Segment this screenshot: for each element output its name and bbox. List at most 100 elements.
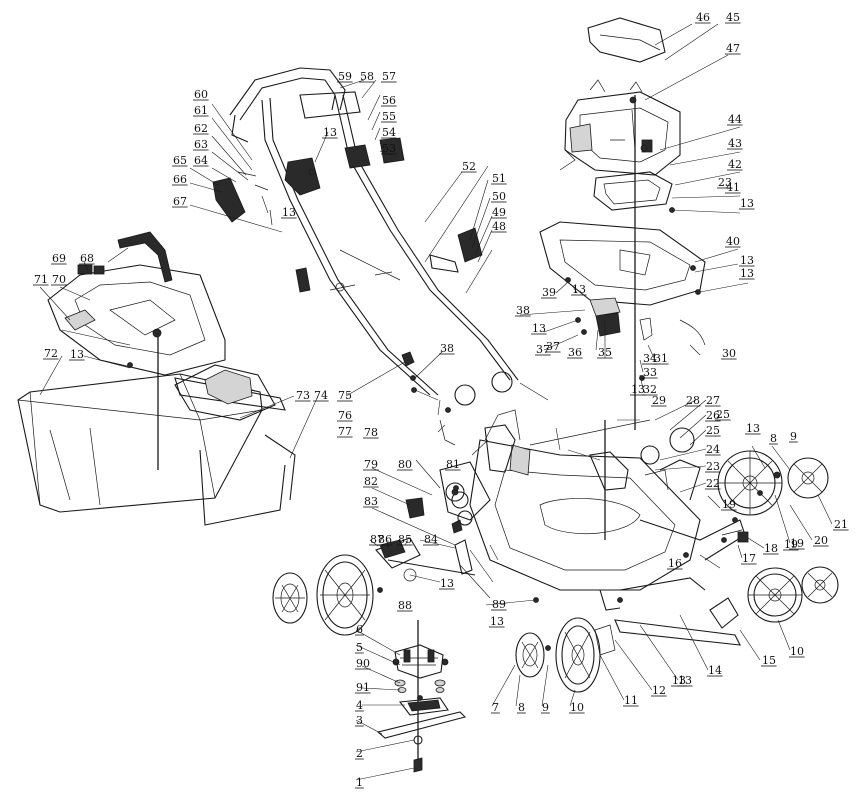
callout-label: 37 — [536, 343, 550, 356]
callout-label: 69 — [52, 252, 66, 265]
callout-label: 12 — [652, 684, 666, 697]
callout-label: 32 — [643, 383, 657, 396]
callout-label: 77 — [338, 425, 352, 438]
callout-label: 46 — [696, 11, 710, 24]
callout-label: 15 — [762, 654, 776, 667]
callout-label: 50 — [492, 190, 506, 203]
callout-label: 63 — [194, 138, 208, 151]
callout-label: 34 — [643, 352, 657, 365]
callout-label: 23 — [706, 460, 720, 473]
callout-label: 57 — [382, 70, 396, 83]
callout-label: 33 — [643, 366, 657, 379]
callout-label: 19 — [784, 538, 798, 551]
switch-box — [589, 297, 706, 346]
callout-label: 80 — [398, 458, 412, 471]
callout-label: 41 — [726, 181, 740, 194]
callout-label: 85 — [398, 533, 412, 546]
engine-cover — [587, 17, 666, 93]
callout-label: 73 — [296, 389, 310, 402]
callout-label: 78 — [364, 426, 378, 439]
callout-label: 25 — [706, 424, 720, 437]
callout-label: 76 — [338, 409, 352, 422]
callout-label: 44 — [728, 113, 742, 126]
callout-label: 9 — [790, 430, 797, 443]
wheel-rear-left — [316, 554, 374, 636]
callout-label: 74 — [314, 389, 328, 402]
callout-label: 86 — [378, 533, 392, 546]
callout-label: 61 — [194, 104, 208, 117]
callout-label: 43 — [728, 137, 742, 150]
callout-label: 13 — [282, 206, 296, 219]
callout-label: 23 — [718, 176, 732, 189]
callout-label: 87 — [370, 533, 384, 546]
callout-label: 19 — [790, 537, 804, 550]
callout-label: 55 — [382, 110, 396, 123]
callout-label: 88 — [398, 599, 412, 612]
callout-label: 72 — [44, 347, 58, 360]
deck-top-cover — [539, 221, 706, 306]
callout-label: 89 — [492, 598, 506, 611]
engine-shroud — [559, 91, 681, 176]
callout-label: 54 — [382, 126, 396, 139]
callout-label: 79 — [364, 458, 378, 471]
callout-label: 29 — [652, 394, 666, 407]
callout-label: 67 — [173, 195, 187, 208]
discharge-chute — [484, 424, 516, 473]
callout-label: 13 — [746, 422, 760, 435]
callout-label: 11 — [624, 694, 638, 707]
callout-label: 62 — [194, 122, 208, 135]
callout-label: 65 — [173, 154, 187, 167]
callout-label: 42 — [728, 158, 742, 171]
wheel-front-left — [717, 450, 783, 516]
callout-label: 13 — [678, 674, 692, 687]
callout-label: 36 — [568, 346, 582, 359]
callout-label: 13 — [572, 283, 586, 296]
callout-label: 13 — [70, 348, 84, 361]
callout-label: 8 — [770, 432, 777, 445]
callout-label: 13 — [740, 267, 754, 280]
wheel-front-right-outer — [801, 566, 839, 604]
mower-deck — [469, 409, 701, 611]
callout-label: 35 — [598, 346, 612, 359]
callout-label: 64 — [194, 154, 208, 167]
front-axle — [529, 419, 749, 656]
callout-label: 13 — [740, 197, 754, 210]
callout-label: 68 — [80, 252, 94, 265]
callout-label: 82 — [364, 475, 378, 488]
callout-label: 60 — [194, 88, 208, 101]
callout-label: 16 — [668, 557, 682, 570]
callout-label: 9 — [542, 701, 549, 714]
callout-label: 13 — [631, 383, 645, 396]
callout-label: 71 — [34, 273, 48, 286]
callout-label: 17 — [742, 552, 756, 565]
callout-label: 39 — [542, 286, 556, 299]
callout-label: 38 — [516, 304, 530, 317]
callout-label: 75 — [338, 389, 352, 402]
callout-label: 38 — [440, 342, 454, 355]
parts-geometry — [17, 17, 839, 773]
callout-label: 13 — [323, 126, 337, 139]
callout-label: 40 — [726, 235, 740, 248]
callout-label: 90 — [356, 657, 370, 670]
callout-label: 83 — [364, 495, 378, 508]
callout-label: 84 — [424, 533, 438, 546]
rear-height-adjust — [375, 461, 491, 582]
wheel-front-right — [747, 567, 803, 623]
callout-label: 2 — [356, 747, 363, 760]
callout-label: 51 — [492, 172, 506, 185]
callout-label: 48 — [492, 220, 506, 233]
callout-label: 13 — [672, 674, 686, 687]
callout-label: 45 — [726, 11, 740, 24]
callout-label: 53 — [382, 142, 396, 155]
callout-label: 28 — [686, 394, 700, 407]
callout-label: 31 — [654, 352, 668, 365]
wheel-rear-left-outer — [272, 572, 308, 624]
wheel-rear-right — [555, 617, 601, 693]
callout-label: 56 — [382, 94, 396, 107]
hardware-dots — [127, 96, 781, 701]
callout-label: 20 — [814, 534, 828, 547]
callout-label: 8 — [518, 701, 525, 714]
wheel-front-left-outer — [787, 457, 829, 499]
callout-label: 81 — [446, 458, 460, 471]
